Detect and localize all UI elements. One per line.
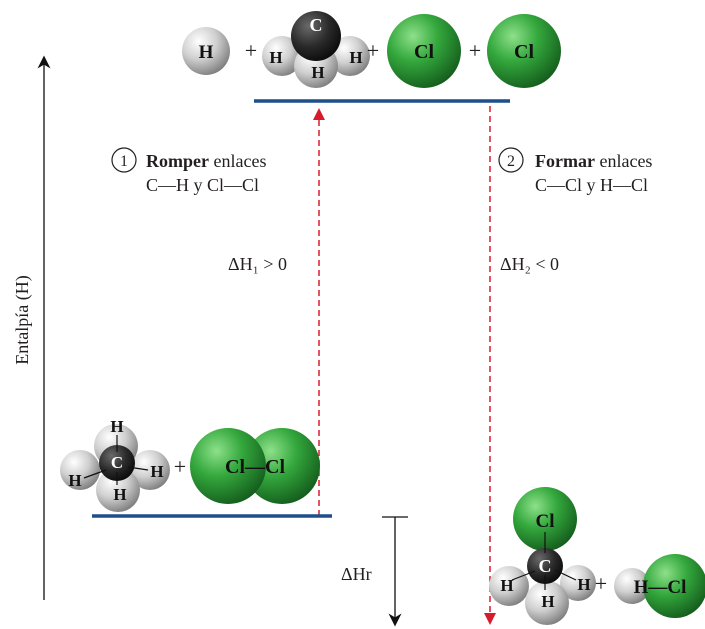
delta-h2: ΔH₂ < 0 — [500, 254, 559, 274]
svg-text:H—Cl: H—Cl — [634, 577, 687, 598]
methyl-radical: C H H H — [262, 11, 370, 88]
svg-text:H: H — [541, 592, 554, 611]
svg-text:1: 1 — [120, 153, 128, 170]
chlorine-atom: Cl — [487, 14, 561, 88]
plus-sign: + — [469, 38, 481, 63]
svg-text:H: H — [68, 471, 81, 490]
top-state: H + C H H H + Cl + Cl — [182, 11, 561, 88]
svg-text:Cl: Cl — [536, 511, 555, 532]
svg-text:Romper enlaces: Romper enlaces — [146, 151, 266, 171]
plus-sign: + — [174, 454, 186, 479]
methane-molecule: H C H H H — [60, 417, 170, 512]
svg-text:H: H — [311, 63, 324, 82]
svg-text:Cl: Cl — [414, 41, 434, 63]
svg-text:H: H — [150, 462, 163, 481]
y-axis-label: Entalpía (H) — [12, 275, 33, 364]
plus-sign: + — [367, 38, 379, 63]
plus-sign: + — [245, 38, 257, 63]
svg-text:H: H — [199, 42, 214, 63]
hcl-molecule: H—Cl — [614, 554, 705, 618]
svg-text:C—Cl y H—Cl: C—Cl y H—Cl — [535, 175, 648, 195]
svg-text:Cl—Cl: Cl—Cl — [225, 456, 285, 478]
svg-text:C: C — [111, 453, 123, 472]
svg-text:H: H — [110, 417, 123, 436]
chlorine-molecule: Cl—Cl — [190, 428, 320, 504]
chloromethane-molecule: Cl C H H H — [489, 487, 596, 625]
hydrogen-atom: H — [182, 27, 230, 75]
svg-text:2: 2 — [507, 153, 515, 170]
chlorine-atom: Cl — [387, 14, 461, 88]
svg-text:H: H — [113, 485, 126, 504]
svg-text:H: H — [269, 48, 282, 67]
svg-text:H: H — [349, 48, 362, 67]
svg-text:H: H — [577, 575, 590, 594]
svg-text:C—H y Cl—Cl: C—H y Cl—Cl — [146, 175, 259, 195]
svg-text:H: H — [500, 576, 513, 595]
svg-text:C: C — [310, 15, 323, 35]
svg-text:C: C — [539, 556, 552, 576]
step-2-label: 2 Formar enlaces C—Cl y H—Cl — [498, 147, 652, 195]
delta-hr-indicator — [382, 516, 408, 627]
step-1-label: 1 Romper enlaces C—H y Cl—Cl — [111, 147, 266, 195]
delta-hr-label: ΔHr — [341, 564, 372, 584]
delta-h1: ΔH₁ > 0 — [228, 254, 287, 274]
svg-text:Formar enlaces: Formar enlaces — [535, 151, 652, 171]
plus-sign: + — [595, 571, 607, 596]
svg-text:Cl: Cl — [514, 41, 534, 63]
